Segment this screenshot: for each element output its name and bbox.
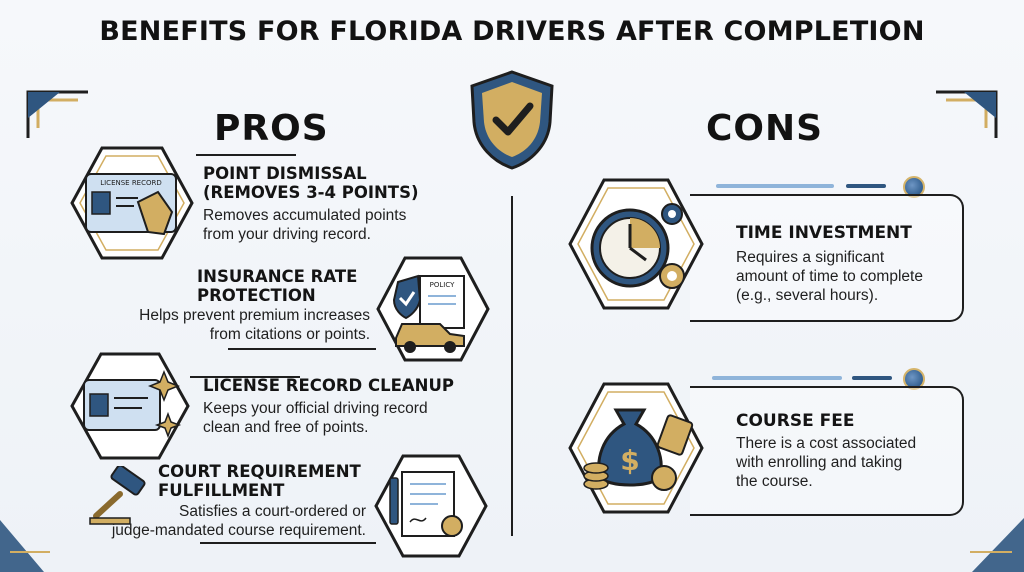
gavel-icon <box>89 466 146 525</box>
con2-marker-dot <box>903 368 925 390</box>
pro1-desc: Removes accumulated points from your dri… <box>203 207 407 243</box>
pro4-connector <box>200 542 376 544</box>
frame-top-left <box>26 90 88 138</box>
pros-heading: PROS <box>214 108 329 149</box>
pro3-title: LICENSE RECORD CLEANUP <box>203 376 454 395</box>
money-bag-icon: $ <box>568 382 704 514</box>
license-record-icon-text: LICENSE RECORD <box>100 179 162 187</box>
license-record-icon: LICENSE RECORD <box>70 146 194 260</box>
insurance-policy-icon: POLICY <box>376 256 490 362</box>
pro3-desc: Keeps your official driving record clean… <box>203 400 428 436</box>
clock-gear-icon <box>568 178 704 310</box>
shield-check-icon <box>470 70 554 170</box>
pro2-connector <box>228 348 376 350</box>
con2-title: COURSE FEE <box>736 411 855 431</box>
page-title: BENEFITS FOR FLORIDA DRIVERS AFTER COMPL… <box>99 16 925 47</box>
con1-marker-dot <box>903 176 925 198</box>
pro2-desc: Helps prevent premium increases from cit… <box>139 307 370 343</box>
frame-bottom-left <box>0 520 50 572</box>
id-card-sparkle-icon <box>70 352 190 460</box>
pro1-connector <box>196 154 296 156</box>
con1-stripe <box>716 184 834 188</box>
pro1-title: POINT DISMISSAL (REMOVES 3-4 POINTS) <box>203 164 419 202</box>
column-divider <box>511 196 513 536</box>
cons-heading: CONS <box>706 108 824 149</box>
pro4-title: COURT REQUIREMENT FULFILLMENT <box>158 462 361 500</box>
con1-stripe-dark <box>846 184 886 188</box>
pro3-connector <box>190 376 300 378</box>
con2-card <box>690 386 964 516</box>
con1-card <box>690 194 964 322</box>
frame-bottom-right <box>970 518 1024 572</box>
con2-desc: There is a cost associated with enrollin… <box>736 435 917 490</box>
con1-title: TIME INVESTMENT <box>736 223 912 243</box>
court-document-icon <box>374 454 488 558</box>
frame-top-right <box>936 90 998 138</box>
pro2-title: INSURANCE RATE PROTECTION <box>197 267 358 305</box>
money-bag-icon-text: $ <box>620 444 639 477</box>
con2-stripe-dark <box>852 376 892 380</box>
insurance-policy-icon-text: POLICY <box>430 281 455 289</box>
con2-stripe <box>712 376 842 380</box>
pro4-desc: Satisfies a court-ordered or judge-manda… <box>111 503 366 539</box>
con1-desc: Requires a significant amount of time to… <box>736 249 923 304</box>
